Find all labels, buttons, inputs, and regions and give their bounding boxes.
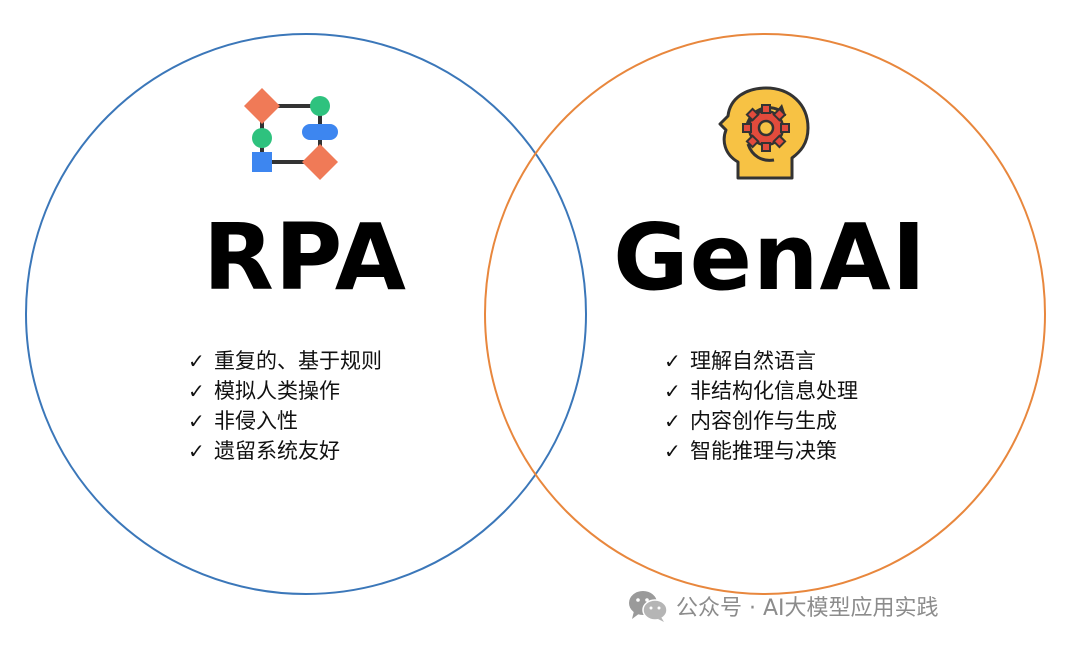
check-icon: ✓ — [664, 379, 681, 403]
feature-text: 非结构化信息处理 — [690, 379, 858, 403]
feature-text: 遗留系统友好 — [214, 439, 340, 463]
rpa-title: RPA — [202, 204, 408, 311]
rpa-feature-item: ✓ 重复的、基于规则 — [188, 346, 382, 376]
flowchart-icon — [244, 88, 338, 180]
check-icon: ✓ — [188, 439, 205, 463]
rpa-feature-item: ✓ 非侵入性 — [188, 406, 382, 436]
watermark-text: 公众号 · AI大模型应用实践 — [676, 596, 939, 621]
check-icon: ✓ — [188, 349, 205, 373]
genai-feature-item: ✓ 智能推理与决策 — [664, 436, 858, 466]
rpa-feature-item: ✓ 模拟人类操作 — [188, 376, 382, 406]
feature-text: 非侵入性 — [214, 409, 298, 433]
rpa-circle — [25, 33, 587, 595]
rpa-feature-list: ✓ 重复的、基于规则 ✓ 模拟人类操作 ✓ 非侵入性 ✓ 遗留系统友好 — [188, 346, 382, 466]
brain-gear-icon — [718, 86, 810, 180]
genai-feature-item: ✓ 非结构化信息处理 — [664, 376, 858, 406]
genai-circle — [484, 33, 1046, 595]
check-icon: ✓ — [664, 409, 681, 433]
rpa-feature-item: ✓ 遗留系统友好 — [188, 436, 382, 466]
feature-text: 内容创作与生成 — [690, 409, 837, 433]
wechat-icon — [629, 591, 668, 622]
check-icon: ✓ — [664, 439, 681, 463]
feature-text: 理解自然语言 — [690, 349, 816, 373]
feature-text: 模拟人类操作 — [214, 379, 340, 403]
check-icon: ✓ — [188, 409, 205, 433]
feature-text: 智能推理与决策 — [690, 439, 837, 463]
check-icon: ✓ — [188, 379, 205, 403]
feature-text: 重复的、基于规则 — [214, 349, 382, 373]
check-icon: ✓ — [664, 349, 681, 373]
genai-feature-item: ✓ 理解自然语言 — [664, 346, 858, 376]
genai-feature-list: ✓ 理解自然语言 ✓ 非结构化信息处理 ✓ 内容创作与生成 ✓ 智能推理与决策 — [664, 346, 858, 466]
genai-title: GenAI — [613, 204, 927, 311]
genai-feature-item: ✓ 内容创作与生成 — [664, 406, 858, 436]
watermark: 公众号 · AI大模型应用实践 — [628, 588, 939, 624]
